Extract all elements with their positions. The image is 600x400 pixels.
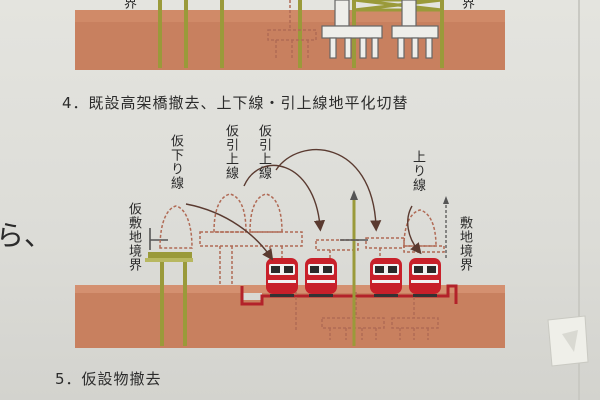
ground-left bbox=[75, 285, 505, 348]
board-edge bbox=[578, 0, 580, 400]
train-front-icon bbox=[266, 258, 441, 297]
top-footings-dashed bbox=[267, 0, 317, 58]
label-nobori: 上り線 bbox=[410, 150, 425, 192]
temp-structure-left bbox=[145, 228, 193, 346]
label-kari-shikichi-kyokai: 仮敷地境界 bbox=[126, 202, 141, 272]
label-kari-hikiage-2: 仮引上線 bbox=[256, 124, 271, 180]
step4-caption: 4．既設高架橋撤去、上下線・引上線地平化切替 bbox=[62, 94, 409, 112]
label-kari-hikiage-1: 仮引上線 bbox=[223, 124, 238, 180]
top-label-right: 界 bbox=[459, 0, 474, 10]
catenary-pole-icon bbox=[340, 190, 449, 346]
top-label-left: 界 bbox=[121, 0, 136, 10]
label-shikichi-kyokai: 敷地境界 bbox=[457, 216, 472, 272]
tape-piece-icon bbox=[547, 315, 589, 367]
step5-caption: 5．仮設物撤去 bbox=[55, 370, 162, 388]
bottom-diagram bbox=[75, 149, 589, 367]
top-piers bbox=[321, 0, 439, 59]
top-frame bbox=[352, 0, 444, 12]
curved-arrow-icon bbox=[185, 149, 422, 261]
label-kari-kudari: 仮下り線 bbox=[168, 134, 183, 190]
top-diagram bbox=[75, 0, 505, 70]
side-text: ら、 bbox=[0, 219, 53, 252]
